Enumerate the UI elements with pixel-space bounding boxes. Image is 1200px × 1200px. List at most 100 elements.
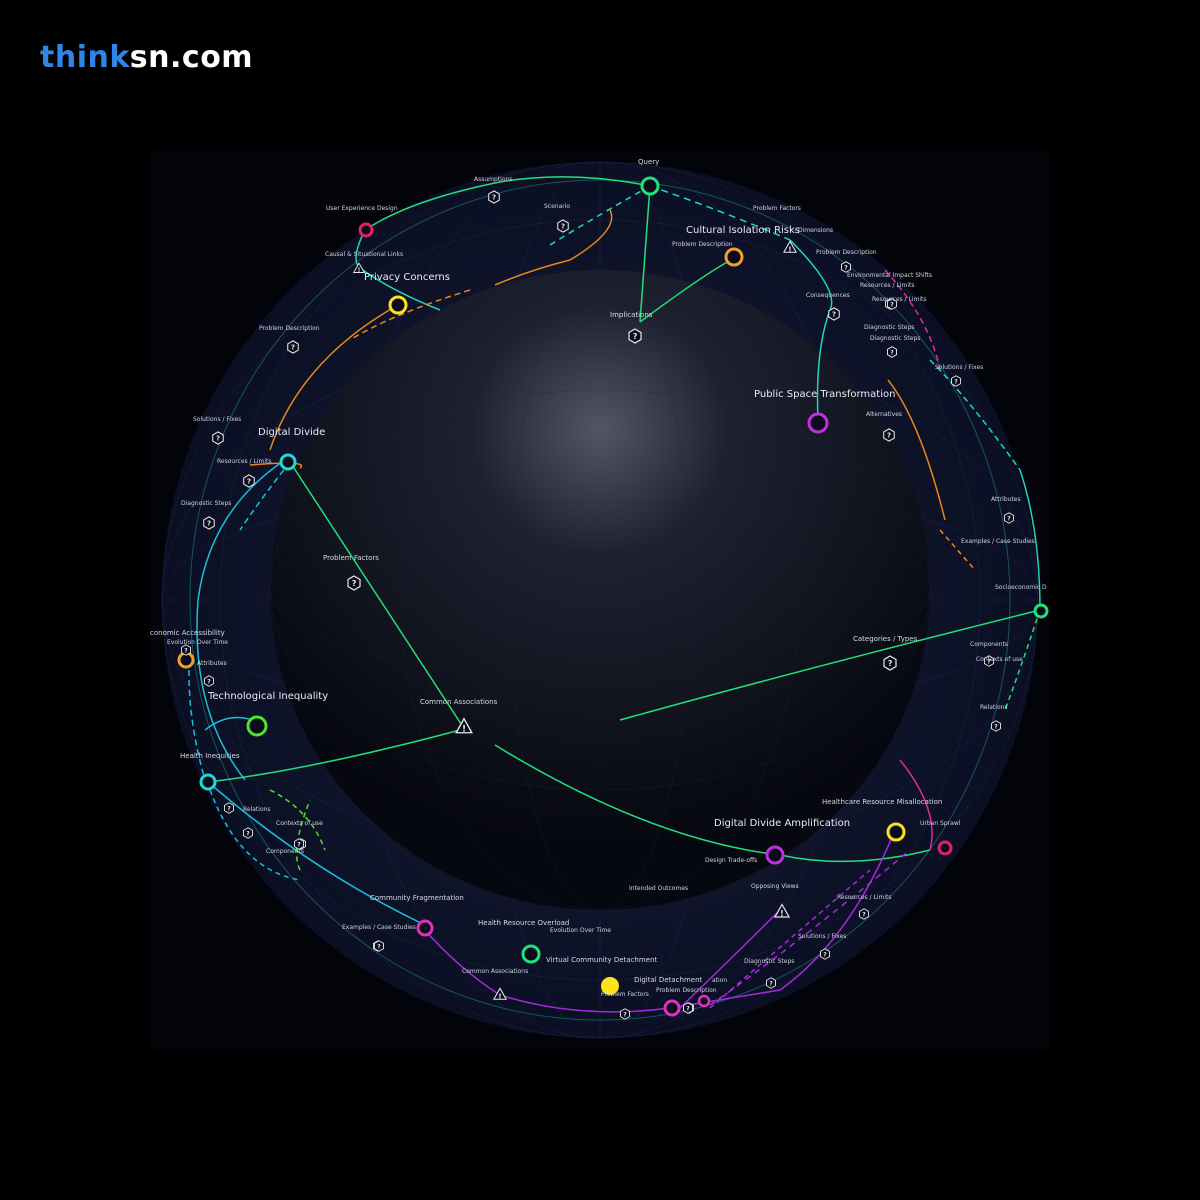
inner-sphere [270, 270, 930, 910]
hub-label: Solutions / Fixes [935, 364, 983, 371]
question-icon[interactable] [181, 644, 191, 656]
edge [364, 181, 501, 231]
hub-label: Solutions / Fixes [193, 416, 241, 423]
graph-node[interactable] [279, 453, 297, 471]
question-icon[interactable] [820, 948, 830, 960]
node-label: Health Resource Overload [478, 919, 569, 927]
node-label: Digital Divide Amplification [714, 818, 850, 829]
graph-node[interactable] [358, 222, 374, 238]
edge [929, 359, 1021, 471]
edge [779, 829, 896, 991]
edge [569, 209, 613, 261]
hub-label: Components [266, 848, 304, 855]
graph-node[interactable] [1033, 603, 1049, 619]
hub-label: Problem Description [672, 241, 733, 248]
question-icon[interactable] [620, 1008, 630, 1020]
edge [419, 924, 781, 1013]
question-icon[interactable] [243, 827, 253, 839]
node-label: Digital Detachment [634, 976, 703, 984]
question-icon[interactable] [374, 940, 384, 952]
graph-node[interactable] [521, 944, 541, 964]
graph-node[interactable] [663, 999, 681, 1017]
node-label: Urban Sprawl [920, 820, 961, 827]
edge [899, 759, 933, 851]
node-label: Healthcare Resource Misallocation [822, 798, 942, 806]
graph-node[interactable] [697, 994, 711, 1008]
hub-label: Problem Factors [601, 991, 649, 998]
minor-label: Intended Outcomes [629, 885, 688, 892]
hub-label: Assumptions [474, 176, 512, 183]
edge [289, 461, 466, 731]
hub-label: Resources / Limits [217, 458, 271, 465]
question-icon[interactable] [887, 346, 897, 358]
node-label: Cultural Isolation Risks [686, 225, 800, 236]
hub-label: Solutions / Fixes [798, 933, 846, 940]
question-icon[interactable] [883, 655, 897, 671]
question-icon[interactable] [991, 720, 1001, 732]
graph-node[interactable] [601, 977, 619, 995]
edge [887, 379, 946, 521]
hub-label: Attributes [991, 496, 1021, 503]
edge [269, 789, 326, 851]
hub-label: Evolution Over Time [167, 639, 228, 646]
node-label: Community Fragmentation [370, 894, 464, 902]
minor-label: ation [712, 977, 727, 984]
edge [709, 869, 871, 1009]
question-icon[interactable] [347, 575, 361, 591]
hub-label: Alternatives [866, 411, 902, 418]
question-icon[interactable] [766, 977, 776, 989]
edge [649, 185, 791, 241]
graph-node[interactable] [416, 919, 434, 937]
hub-label: Problem Factors [323, 554, 379, 562]
question-icon[interactable] [951, 375, 961, 387]
hub-label: Diagnostic Steps [744, 958, 794, 965]
question-icon[interactable] [628, 328, 642, 344]
hub-label: Components [970, 641, 1008, 648]
graph-node[interactable] [807, 412, 829, 434]
question-icon[interactable] [883, 428, 895, 442]
question-icon[interactable] [203, 516, 215, 530]
question-icon[interactable] [683, 1002, 693, 1014]
question-icon[interactable] [488, 190, 500, 204]
knowledge-sphere[interactable]: ? ! [150, 150, 1050, 1050]
node-label: Virtual Community Detachment [546, 956, 657, 964]
hub-label: Opposing Views [751, 883, 799, 890]
question-icon[interactable] [212, 431, 224, 445]
graph-node[interactable] [388, 295, 408, 315]
sphere-graph-canvas[interactable]: ? ! [150, 150, 1050, 1050]
question-icon[interactable] [243, 474, 255, 488]
graph-node[interactable] [199, 773, 217, 791]
site-logo[interactable]: thinksn.com [40, 40, 253, 75]
graph-node[interactable] [724, 247, 744, 267]
hub-label: Contexts of use [276, 820, 323, 827]
hub-label: Common Associations [462, 968, 528, 975]
question-icon[interactable] [204, 675, 214, 687]
graph-node[interactable] [886, 822, 906, 842]
node-label: conomic Accessibility [150, 629, 225, 637]
logo-part-domain: sn.com [129, 40, 254, 75]
graph-node[interactable] [246, 715, 268, 737]
question-icon[interactable] [828, 307, 840, 321]
graph-node[interactable] [640, 176, 660, 196]
question-icon[interactable] [287, 340, 299, 354]
node-label: Query [638, 158, 659, 166]
node-label: User Experience Design [326, 205, 398, 212]
question-icon[interactable] [557, 219, 569, 233]
hub-label: Common Associations [420, 698, 498, 706]
graph-node[interactable] [937, 840, 953, 856]
question-icon[interactable] [859, 908, 869, 920]
hub-label: Resources / Limits [860, 282, 914, 289]
question-icon[interactable] [1004, 512, 1014, 524]
edge [1004, 609, 1041, 711]
hub-label: Diagnostic Steps [870, 335, 920, 342]
edge [619, 609, 1041, 721]
label-layer: Query User Experience Design Privacy Con… [150, 158, 1047, 998]
question-icon[interactable] [841, 261, 851, 273]
question-icon[interactable] [224, 802, 234, 814]
hub-label: Contexts of use [976, 656, 1023, 663]
edge [269, 304, 399, 451]
hub-label: Examples / Case Studies [342, 924, 416, 931]
hub-label: Examples / Case Studies [961, 538, 1035, 545]
graph-node[interactable] [765, 845, 785, 865]
edge [884, 269, 941, 371]
